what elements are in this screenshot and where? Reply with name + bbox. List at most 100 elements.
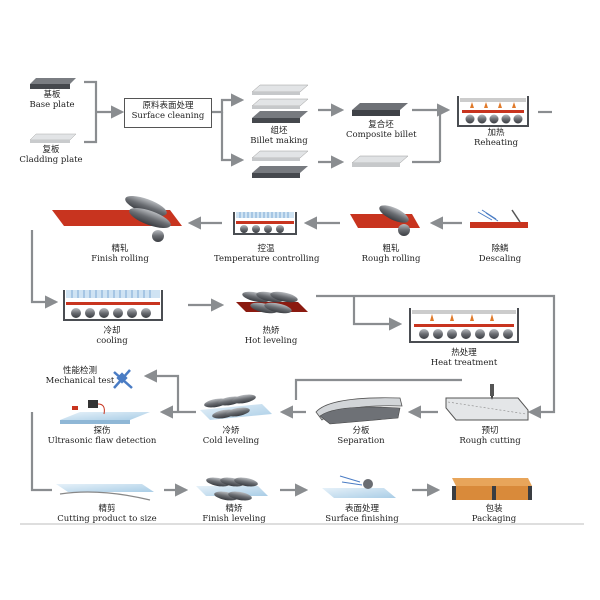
label-en: Descaling [478, 254, 522, 264]
label-en: Surface cleaning [131, 111, 205, 121]
arrow-to-reheating [412, 103, 451, 164]
label-zh: 复板 [42, 145, 60, 155]
label-en: Composite billet [346, 130, 417, 140]
label-cold-leveling: 冷矫 Cold leveling [196, 426, 266, 446]
rough-cutting-icon [445, 384, 529, 421]
label-composite-billet: 复合坯 Composite billet [346, 120, 417, 140]
label-zh: 除鳞 [491, 244, 509, 254]
label-zh: 冷却 [103, 326, 121, 336]
label-en: Billet making [250, 136, 308, 146]
label-finish-rolling: 精轧 Finish rolling [80, 244, 160, 264]
label-en: Hot leveling [244, 336, 298, 346]
label-en: Temperature controlling [214, 254, 320, 264]
label-zh: 精矫 [225, 504, 243, 514]
cold-leveling-icon [200, 394, 272, 420]
label-en: Packaging [471, 514, 517, 524]
heat-treatment-icon [409, 308, 519, 343]
base-plate-icon [30, 78, 76, 89]
label-zh: 精轧 [111, 244, 129, 254]
separation-icon [315, 397, 403, 425]
ultrasonic-icon [60, 400, 150, 424]
label-surface-finishing: 表面处理 Surface finishing [322, 504, 402, 524]
label-zh: 表面处理 [344, 504, 379, 514]
composite-billet-icon [352, 103, 408, 116]
arrow-to-mechanical-test [143, 369, 180, 412]
label-zh: 包装 [485, 504, 503, 514]
arrow-to-billet [210, 93, 245, 167]
connector-line [294, 378, 440, 400]
label-en: Rough rolling [361, 254, 421, 264]
arrow-to-heat-treatment [352, 296, 403, 331]
cutting-size-icon [56, 484, 154, 501]
label-rough-cutting: 预切 Rough cutting [454, 426, 526, 446]
mechanical-test-icon [113, 369, 133, 389]
label-base-plate: 基板 Base plate [22, 90, 82, 110]
label-cutting-size: 精剪 Cutting product to size [52, 504, 162, 524]
cladding-plate-icon [29, 133, 77, 143]
label-en: Base plate [29, 100, 75, 110]
arrow-to-cooling [30, 230, 59, 309]
label-en: Cladding plate [19, 155, 83, 165]
label-en: Mechanical test [45, 376, 115, 386]
label-zh: 预切 [481, 426, 499, 436]
label-en: Surface finishing [325, 514, 399, 524]
label-zh: 热矫 [262, 326, 280, 336]
label-heat-treatment: 热处理 Heat treatment [424, 348, 504, 368]
label-packaging: 包装 Packaging [462, 504, 526, 524]
label-en: Rough cutting [459, 436, 521, 446]
label-cladding-plate: 复板 Cladding plate [16, 145, 86, 165]
cooling-icon [63, 290, 163, 321]
rough-rolling-icon [350, 205, 420, 236]
label-en: Finish leveling [202, 514, 266, 524]
label-zh: 分板 [352, 426, 370, 436]
label-en: Ultrasonic flaw detection [47, 436, 157, 446]
arrow-to-rough-cutting [316, 294, 556, 419]
label-en: Cold leveling [202, 436, 260, 446]
label-en: Separation [337, 436, 385, 446]
label-reheating: 加热 Reheating [466, 128, 526, 148]
arrow-to-composite [318, 103, 345, 169]
label-en: cooling [96, 336, 128, 346]
descaling-icon [470, 209, 528, 228]
label-zh: 加热 [487, 128, 505, 138]
label-cooling: 冷却 cooling [82, 326, 142, 346]
label-en: Heat treatment [430, 358, 498, 368]
composite-billet-icon-2 [351, 155, 409, 167]
label-zh: 热处理 [451, 348, 477, 358]
label-zh: 冷矫 [222, 426, 240, 436]
label-zh: 探伤 [93, 426, 111, 436]
label-ultrasonic: 探伤 Ultrasonic flaw detection [42, 426, 162, 446]
billet-stack-icon [251, 84, 309, 123]
hot-leveling-icon [236, 291, 308, 314]
label-temperature-controlling: 控温 Temperature controlling [214, 244, 320, 264]
label-billet-making: 组坯 Billet making [244, 126, 314, 146]
label-en: Reheating [473, 138, 519, 148]
label-mechanical-test: 性能检测 Mechanical test [42, 366, 118, 386]
billet-stack-icon-2 [251, 150, 309, 178]
label-en: Finish rolling [91, 254, 149, 264]
finish-leveling-icon [196, 477, 268, 501]
label-zh: 粗轧 [382, 244, 400, 254]
label-zh: 组坯 [270, 126, 288, 136]
label-rough-rolling: 粗轧 Rough rolling [356, 244, 426, 264]
label-zh: 控温 [257, 244, 275, 254]
label-zh: 精剪 [98, 504, 116, 514]
bracket-arrow [84, 80, 125, 144]
label-zh: 基板 [43, 90, 61, 100]
label-zh: 原料表面处理 [142, 101, 194, 111]
label-separation: 分板 Separation [326, 426, 396, 446]
surface-cleaning-box [124, 98, 212, 128]
label-zh: 性能检测 [62, 366, 97, 376]
reheating-furnace-icon [457, 96, 529, 127]
packaging-icon [452, 478, 532, 500]
label-descaling: 除鳞 Descaling [470, 244, 530, 264]
label-en: Cutting product to size [57, 514, 157, 524]
finish-rolling-icon [52, 196, 182, 242]
label-zh: 复合坯 [368, 120, 394, 130]
label-finish-leveling: 精矫 Finish leveling [196, 504, 272, 524]
arrow-to-cutting [30, 412, 52, 492]
label-hot-leveling: 热矫 Hot leveling [236, 326, 306, 346]
label-surface-cleaning: 原料表面处理 Surface cleaning [124, 101, 212, 121]
